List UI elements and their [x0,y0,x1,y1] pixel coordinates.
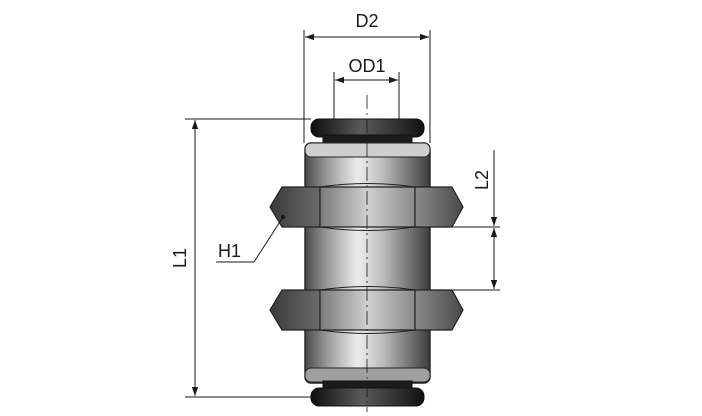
label-d2: D2 [355,11,378,31]
bottom-chamfer [304,367,431,383]
h1-leader-dot [280,214,286,220]
top-nut-right-face [414,186,464,228]
bottom-nut-mid-face [319,289,416,331]
bottom-nut-left-face [269,289,321,331]
top-chamfer [304,142,431,158]
main-body [304,142,431,384]
top-hex-nut [269,183,464,231]
label-l2: L2 [472,170,492,190]
top-nut-left-face [269,186,321,228]
fitting-part [269,118,464,407]
h1-leader [216,216,284,263]
label-h1: H1 [218,241,241,261]
dimensions [185,30,500,412]
bottom-collet [310,387,425,407]
top-nut-mid-face [319,186,416,228]
label-l1: L1 [170,248,190,268]
labels: D2 OD1 L1 L2 H1 [170,11,492,268]
bottom-hex-nut [269,286,464,334]
top-collet [310,118,425,138]
label-od1: OD1 [348,56,385,76]
bottom-nut-right-face [414,289,464,331]
